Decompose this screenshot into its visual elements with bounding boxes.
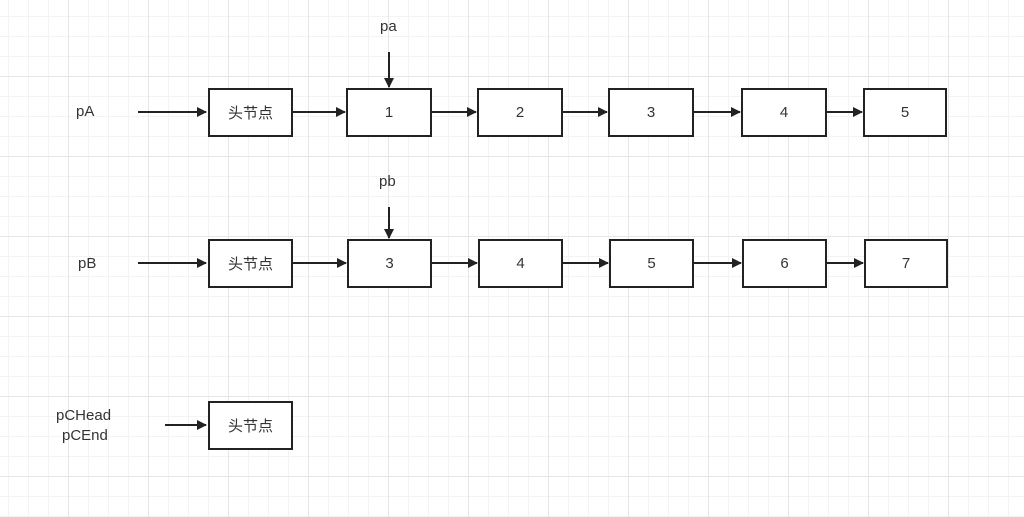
pointer-label-pCHead: pCHead <box>56 407 112 424</box>
list-b-node: 4 <box>478 239 563 288</box>
pointer-label-pB: pB <box>78 255 97 272</box>
list-a-node: 1 <box>346 88 432 137</box>
list-b-node: 5 <box>609 239 694 288</box>
list-c-head-node: 头节点 <box>208 401 293 450</box>
list-b-node: 3 <box>347 239 432 288</box>
pointer-label-pA: pA <box>76 103 95 120</box>
marker-label-pa: pa <box>380 18 397 35</box>
marker-label-pb: pb <box>379 173 396 190</box>
list-a-node: 3 <box>608 88 694 137</box>
list-a-node: 2 <box>477 88 563 137</box>
list-b-node: 6 <box>742 239 827 288</box>
list-b-head-node: 头节点 <box>208 239 293 288</box>
list-a-head-node: 头节点 <box>208 88 293 137</box>
list-a-node: 4 <box>741 88 827 137</box>
list-a-node: 5 <box>863 88 947 137</box>
pointer-label-pCEnd: pCEnd <box>62 427 108 444</box>
list-b-node: 7 <box>864 239 948 288</box>
